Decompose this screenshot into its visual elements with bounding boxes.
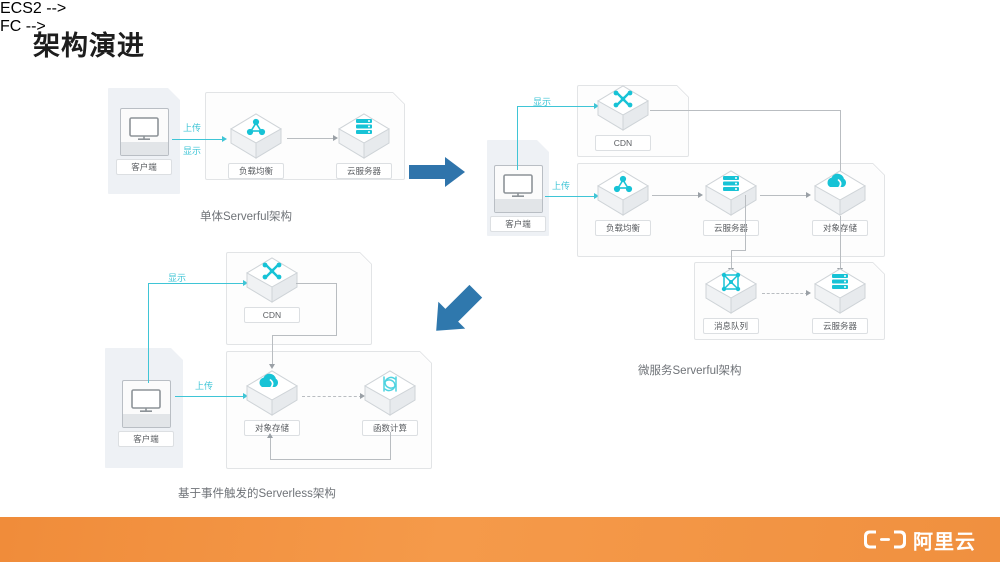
cloud-server-icon — [812, 267, 868, 315]
flow-line-display — [148, 283, 246, 285]
flow-label-upload: 上传 — [183, 123, 202, 133]
connector-loop-up — [270, 437, 271, 459]
connector-mq-to-ecs2-dashed — [762, 293, 808, 294]
connector-loop-bottom — [270, 459, 391, 460]
cdn-icon — [595, 84, 651, 132]
client-node[interactable]: 客户端 — [116, 108, 172, 175]
connector-arrow — [360, 392, 365, 399]
client-label: 客户端 — [116, 159, 172, 175]
flow-label-display: 显示 — [183, 146, 202, 156]
diagram-microservice-serverful: 客户端 显示 上传 — [0, 0, 1000, 377]
connector-ecs-to-mq-h — [731, 250, 746, 251]
brand-name: 阿里云 — [913, 531, 976, 553]
message-queue-icon — [703, 267, 759, 315]
monitor-icon — [493, 165, 543, 213]
connector-cdn-down — [840, 110, 841, 188]
serverless-group-box — [226, 351, 432, 469]
connector-mq-up — [731, 250, 732, 272]
cloud-server-icon — [703, 169, 759, 217]
node-label: 负载均衡 — [595, 220, 651, 236]
flow-arrow-upload — [243, 392, 248, 399]
monitor-icon — [121, 380, 171, 428]
connector-arrow — [333, 134, 338, 141]
connector-oss-down — [840, 216, 841, 272]
connector-arrow — [268, 364, 275, 369]
node-label: 云服务器 — [703, 220, 759, 236]
object-storage-icon — [812, 169, 868, 217]
flow-label-display: 显示 — [168, 273, 187, 283]
diagram-caption: 单体Serverful架构 — [200, 211, 293, 223]
monitor-icon — [119, 108, 169, 156]
cdn-icon — [244, 256, 300, 304]
node-label: 云服务器 — [336, 163, 392, 179]
connector-ecs-to-oss — [760, 195, 808, 196]
node-load-balancer[interactable]: 负载均衡 — [228, 112, 284, 179]
flow-arrow-upload — [222, 135, 227, 142]
node-cloud-server-2[interactable]: 云服务器 — [812, 267, 868, 334]
flow-line-display-vertical — [148, 283, 150, 383]
connector-lb-to-ecs — [287, 138, 335, 139]
connector-fc-down — [390, 432, 391, 459]
diagram-caption: 基于事件触发的Serverless架构 — [178, 488, 336, 500]
connector-ecs-down — [745, 195, 746, 250]
load-balancer-icon — [595, 169, 651, 217]
flow-line-display — [517, 106, 597, 108]
client-node[interactable]: 客户端 — [118, 380, 174, 447]
cloud-server-icon — [336, 112, 392, 160]
node-label: CDN — [595, 135, 651, 151]
brand-lockup: 阿里云 — [864, 525, 976, 554]
node-object-storage[interactable]: 对象存储 — [244, 369, 300, 436]
flow-label-upload: 上传 — [195, 381, 214, 391]
node-cloud-server[interactable]: 云服务器 — [703, 169, 759, 236]
object-storage-icon — [244, 369, 300, 417]
node-message-queue[interactable]: 消息队列 — [703, 267, 759, 334]
footer-bar: 阿里云 — [0, 517, 1000, 562]
node-load-balancer[interactable]: 负载均衡 — [595, 169, 651, 236]
arrow-right-icon — [409, 155, 467, 194]
flow-line-upload — [175, 396, 247, 398]
node-function-compute[interactable]: 函数计算 — [362, 369, 418, 436]
node-label: CDN — [244, 307, 300, 323]
connector-lb-to-ecs — [652, 195, 700, 196]
node-cdn[interactable]: CDN — [244, 256, 300, 323]
cdn-group-box — [226, 252, 372, 345]
flow-arrow-display — [594, 102, 599, 109]
client-node[interactable]: 客户端 — [490, 165, 546, 232]
node-object-storage[interactable]: 对象存储 — [812, 169, 868, 236]
page-title: 架构演进 — [33, 31, 145, 61]
connector-cdn-right — [296, 283, 336, 284]
node-cdn[interactable]: CDN — [595, 84, 651, 151]
flow-label-upload: 上传 — [552, 181, 571, 191]
function-compute-icon — [362, 369, 418, 417]
client-label: 客户端 — [118, 431, 174, 447]
flow-line-upload — [172, 139, 224, 141]
flow-arrow-display — [243, 279, 248, 286]
connector-to-oss-down — [272, 335, 273, 367]
diagram-caption: 微服务Serverful架构 — [638, 365, 742, 377]
flow-line-upload — [545, 196, 597, 198]
node-label: 负载均衡 — [228, 163, 284, 179]
alibaba-cloud-logo-icon — [864, 530, 906, 549]
connector-oss-to-fc-dashed — [302, 396, 362, 397]
connector-arrow — [806, 289, 811, 296]
diagram-event-driven-serverless: 客户端 显示 上传 — [0, 18, 1000, 500]
flow-label-display: 显示 — [533, 97, 552, 107]
node-cloud-server[interactable]: 云服务器 — [336, 112, 392, 179]
connector-cdn-right — [650, 110, 840, 111]
connector-cdn-to-oss — [272, 335, 337, 336]
flow-line-display-vertical — [517, 106, 519, 170]
node-label: 云服务器 — [812, 318, 868, 334]
client-label: 客户端 — [490, 216, 546, 232]
connector-arrow — [806, 191, 811, 198]
connector-arrow — [698, 191, 703, 198]
connector-arrow — [266, 433, 273, 438]
arrow-down-left-icon — [420, 275, 492, 352]
connector-cdn-down — [336, 283, 337, 335]
flow-arrow-upload — [594, 192, 599, 199]
load-balancer-icon — [228, 112, 284, 160]
node-label: 消息队列 — [703, 318, 759, 334]
